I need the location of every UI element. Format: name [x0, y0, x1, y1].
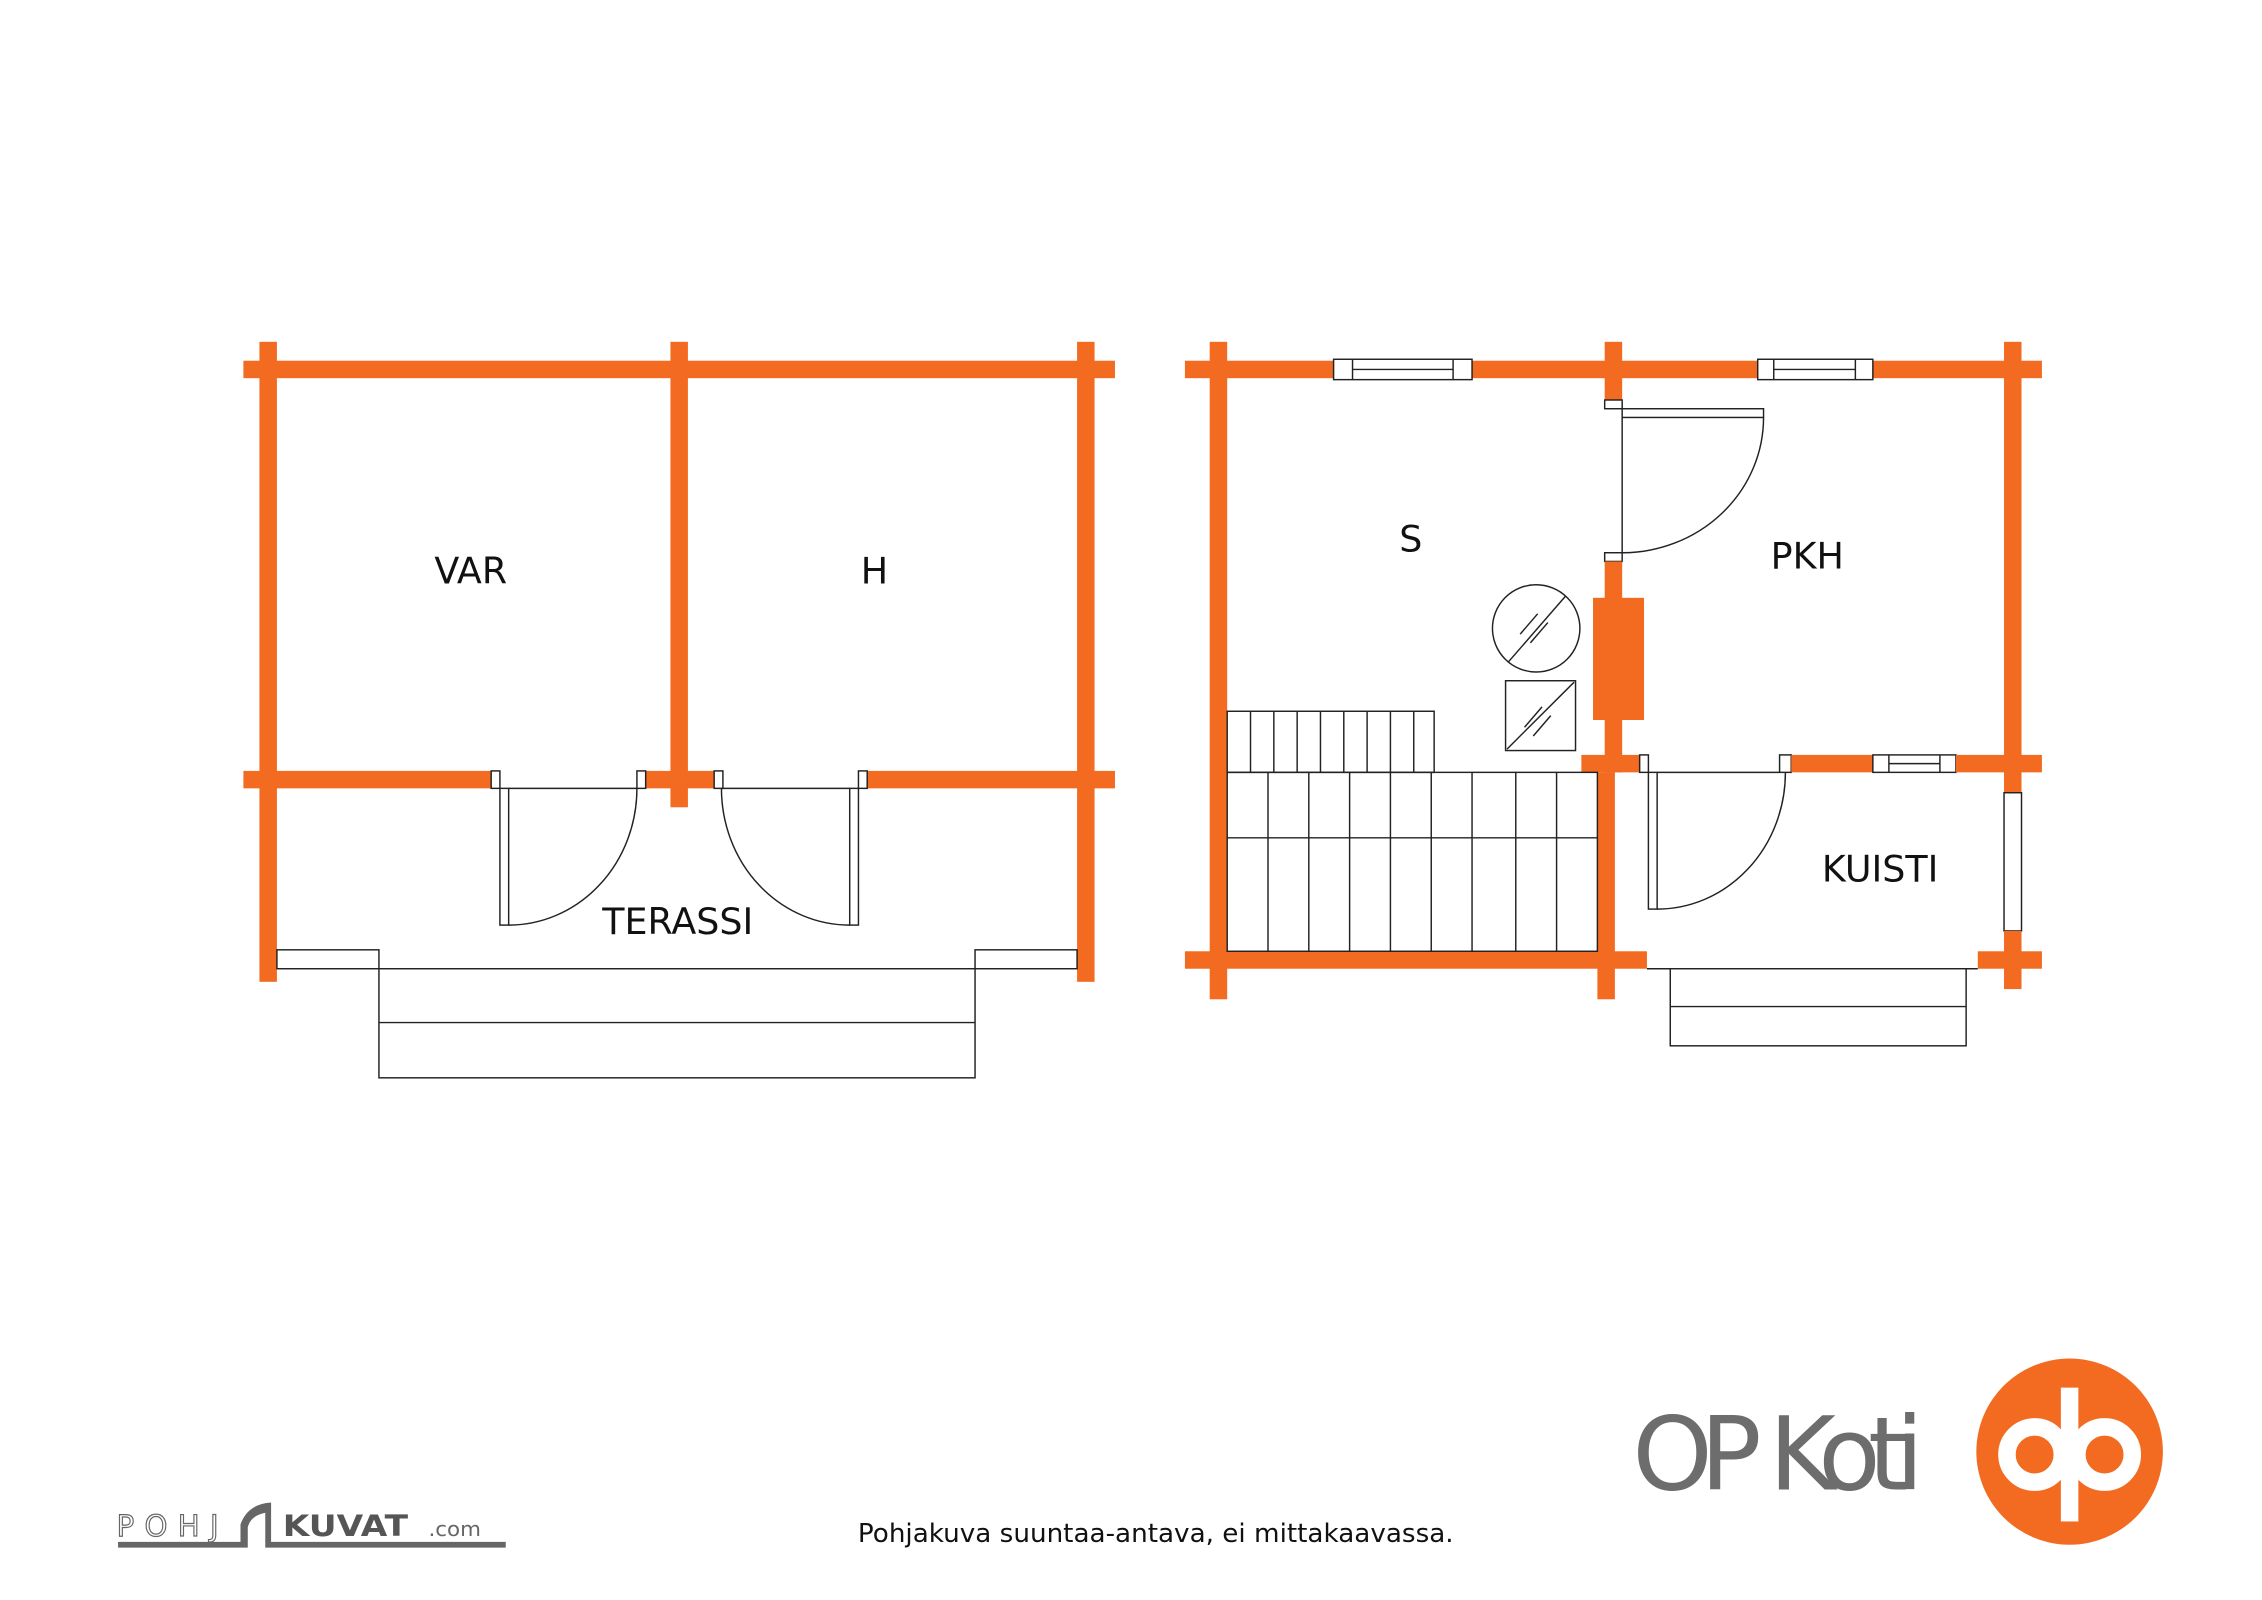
wall	[1209, 341, 1228, 1000]
op-koti-brand-text: OP Koti	[1632, 1396, 1923, 1515]
svg-text:KUVAT: KUVAT	[283, 1509, 409, 1543]
window	[1756, 358, 1874, 381]
building-left: VAR H TERASSI	[243, 341, 1115, 1079]
wall	[1604, 341, 1623, 400]
window	[2003, 792, 2023, 932]
door	[1647, 771, 1787, 910]
steps	[378, 968, 976, 1079]
sauna-stove	[1491, 584, 1581, 673]
railing	[974, 949, 1078, 970]
op-logo-icon	[1976, 1358, 2163, 1545]
steps	[1669, 968, 1967, 1047]
window	[1332, 358, 1473, 381]
wall	[243, 770, 492, 789]
wall	[1791, 754, 1873, 773]
room-label-kuisti: KUISTI	[1822, 847, 1938, 890]
sauna-bench-lower	[1226, 771, 1599, 952]
wall	[645, 770, 715, 789]
svg-text:.com: .com	[428, 1517, 480, 1541]
wall	[1077, 341, 1095, 982]
room-label-s: S	[1399, 517, 1422, 560]
window	[1872, 754, 1957, 774]
wall	[1955, 754, 2042, 773]
svg-text:POHJ: POHJ	[117, 1509, 219, 1543]
wall	[1597, 772, 1615, 1000]
wall	[867, 770, 1115, 789]
wall	[259, 341, 277, 982]
railing	[276, 949, 380, 970]
water-heater	[1504, 680, 1577, 752]
pohjakuvat-logo: POHJ KUVAT .com	[116, 1502, 506, 1548]
room-label-h: H	[861, 549, 888, 592]
wall	[1977, 951, 2042, 969]
room-label-terassi: TERASSI	[601, 900, 753, 943]
building-right: S PKH KUISTI	[1184, 341, 2042, 1047]
disclaimer-text: Pohjakuva suuntaa-antava, ei mittakaavas…	[858, 1519, 1454, 1549]
wall	[2004, 341, 2022, 793]
door	[499, 787, 638, 926]
wall	[670, 341, 688, 808]
wall	[1581, 754, 1647, 773]
room-label-pkh: PKH	[1771, 535, 1844, 578]
door	[720, 787, 860, 926]
door	[1621, 408, 1765, 554]
wall	[1184, 951, 1647, 969]
room-label-var: VAR	[434, 549, 507, 592]
fireplace	[1593, 597, 1645, 720]
sauna-bench-upper	[1226, 710, 1435, 774]
